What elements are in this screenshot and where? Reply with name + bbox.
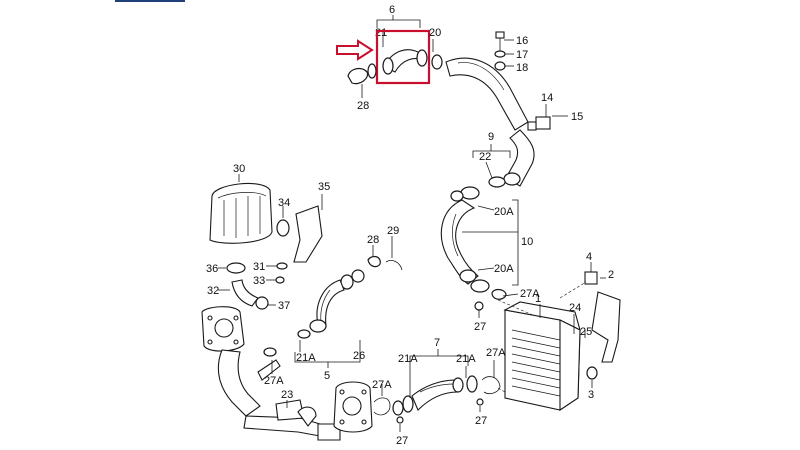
label-20A-upper: 20A bbox=[494, 206, 514, 218]
label-9: 9 bbox=[488, 131, 494, 143]
label-21A-left: 21A bbox=[296, 352, 316, 364]
label-20A-lower: 20A bbox=[494, 263, 514, 275]
label-16: 16 bbox=[516, 35, 528, 47]
label-28-top: 28 bbox=[357, 100, 369, 112]
label-21A-b2: 21A bbox=[456, 353, 476, 365]
label-2: 2 bbox=[608, 269, 614, 281]
highlight-arrow-icon bbox=[336, 39, 374, 61]
label-20-top: 20 bbox=[429, 27, 441, 39]
label-33: 33 bbox=[253, 275, 265, 287]
hose-5: 28 29 21A 26 5 bbox=[294, 225, 403, 382]
label-27-b2: 27 bbox=[475, 415, 487, 427]
sensor-14-15: 14 15 bbox=[527, 92, 583, 131]
label-34: 34 bbox=[278, 197, 290, 209]
hose-7: 27A 7 21A 21A 27A 27 27 27 bbox=[333, 337, 506, 447]
label-22: 22 bbox=[479, 151, 491, 163]
label-14: 14 bbox=[541, 92, 553, 104]
main-pipe bbox=[445, 57, 535, 188]
bracket-right: 4 2 24 25 3 bbox=[569, 251, 621, 401]
label-7: 7 bbox=[434, 337, 440, 349]
label-5: 5 bbox=[324, 370, 330, 382]
label-30: 30 bbox=[233, 163, 245, 175]
label-36: 36 bbox=[206, 263, 218, 275]
top-bar-fragment bbox=[115, 0, 185, 2]
label-3: 3 bbox=[588, 389, 594, 401]
label-6: 6 bbox=[389, 4, 395, 16]
label-27-b1: 27 bbox=[396, 435, 408, 447]
label-27A-right: 27A bbox=[520, 288, 540, 300]
label-28-mid: 28 bbox=[367, 234, 379, 246]
label-32: 32 bbox=[207, 285, 219, 297]
label-24: 24 bbox=[569, 302, 581, 314]
label-26: 26 bbox=[353, 350, 365, 362]
clamp-27-right: 27A 27 bbox=[474, 288, 540, 333]
label-15: 15 bbox=[571, 111, 583, 123]
intercooler-1: 1 bbox=[503, 293, 581, 412]
label-35: 35 bbox=[318, 181, 330, 193]
hose-6-group: 6 21 20 28 bbox=[336, 4, 443, 112]
label-27A-left: 27A bbox=[264, 375, 284, 387]
turbo-flange-left: 27A 23 bbox=[201, 306, 341, 441]
hose-10: 20A 10 20A bbox=[440, 186, 533, 293]
label-25: 25 bbox=[580, 326, 592, 338]
label-23: 23 bbox=[281, 389, 293, 401]
label-37: 37 bbox=[278, 300, 290, 312]
label-18: 18 bbox=[516, 62, 528, 74]
label-17: 17 bbox=[516, 49, 528, 61]
label-27A-b2: 27A bbox=[486, 347, 506, 359]
label-27A-b: 27A bbox=[372, 379, 392, 391]
label-1: 1 bbox=[535, 293, 541, 305]
guide-lines bbox=[497, 281, 587, 393]
callout-9-22: 9 22 bbox=[472, 131, 511, 179]
label-21A-b1: 21A bbox=[398, 353, 418, 365]
label-27-right: 27 bbox=[474, 321, 486, 333]
bolt-16-17-18: 16 17 18 bbox=[494, 31, 528, 74]
label-10: 10 bbox=[521, 236, 533, 248]
label-4: 4 bbox=[586, 251, 592, 263]
label-29: 29 bbox=[387, 225, 399, 237]
highlight-box bbox=[375, 29, 431, 85]
airbox-30: 30 35 34 36 31 33 32 37 bbox=[206, 163, 330, 312]
label-31: 31 bbox=[253, 261, 265, 273]
